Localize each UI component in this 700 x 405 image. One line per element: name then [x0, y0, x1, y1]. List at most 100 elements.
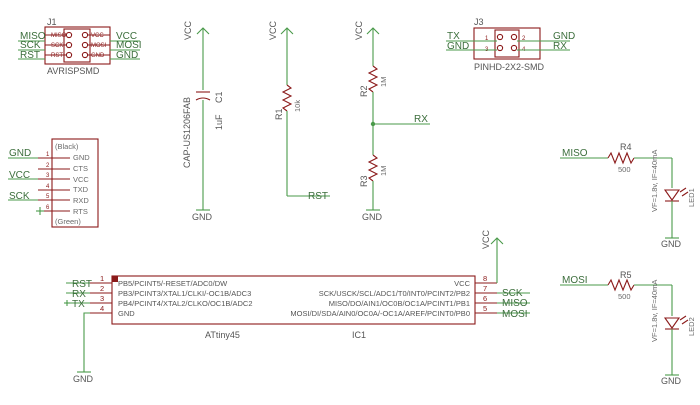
- ic1-name: IC1: [352, 330, 366, 340]
- ftdi-num-3: 3: [46, 173, 50, 179]
- ftdi-num-4: 4: [46, 184, 50, 190]
- ic1-pin-8-label: VCC: [454, 279, 470, 288]
- ic1-value: ATtiny45: [205, 330, 240, 340]
- j1-pin-vcc: VCC: [91, 33, 104, 39]
- led1-gnd-label: GND: [661, 239, 682, 249]
- r1-name: R1: [274, 108, 284, 120]
- ftdi-pin-vcc: VCC: [73, 175, 89, 184]
- r4-net-miso: MISO: [562, 148, 588, 159]
- ftdi-pin-rxd: RXD: [73, 196, 89, 205]
- ic1-pin-6-num: 6: [483, 294, 487, 303]
- j3-net-gnd: GND: [447, 41, 469, 52]
- ic1-pin-1-label: PB5/PCINT5/-RESET/ADC0/DW: [118, 279, 228, 288]
- r1-net-rst: RST: [308, 191, 328, 202]
- resistor-r1: VCC RST R1 10k: [268, 20, 330, 202]
- ftdi-pin-txd: TXD: [73, 185, 89, 194]
- rx-net-label: RX: [414, 114, 428, 125]
- ic1-net-rst: RST: [72, 279, 92, 290]
- ic1-net-mosi: MOSI: [502, 309, 528, 320]
- led1-spec: VF=1.8v, IF=40mA: [650, 150, 659, 212]
- ic1-pin-4-label: GND: [118, 309, 135, 318]
- ic1-pin-7-num: 7: [483, 284, 487, 293]
- ftdi-num-6: 6: [46, 205, 50, 211]
- c1-value: 1uF: [214, 114, 224, 130]
- j3-body: [473, 27, 541, 60]
- r5-value: 500: [618, 292, 631, 301]
- j1-header: J1 MISO SCK RST VCC MOSI GND MISO SCK RS…: [18, 17, 142, 76]
- j1-pin-sck: SCK: [51, 43, 63, 49]
- ic1-pin-6-label: MISO/DO/AIN1/OC0B/OC1A/PCINT1/PB1: [329, 299, 470, 308]
- ic1-pin-3-label: PB4/PCINT4/XTAL2/CLKO/OC1B/ADC2: [118, 299, 253, 308]
- led2-spec: VF=1.8v, IF=40mA: [650, 280, 659, 342]
- j3-num-1: 1: [485, 36, 489, 42]
- ic1-vcc-label: VCC: [481, 229, 491, 249]
- capacitor-c1: VCC GND C1 1uF CAP-US1206FAB: [182, 20, 224, 222]
- j1-net-gnd: GND: [116, 50, 138, 61]
- ic1-pin-8-num: 8: [483, 274, 487, 283]
- ftdi-num-2: 2: [46, 163, 50, 169]
- r2-value: 1M: [379, 77, 388, 87]
- j3-header: J3 1 2 3 4 TX GND GND RX PINHD-2X2-SMD: [446, 17, 575, 72]
- ic1-pin-4-num: 4: [100, 304, 104, 313]
- led1-name: LED1: [687, 188, 696, 207]
- j3-value: PINHD-2X2-SMD: [474, 62, 545, 72]
- r1-vcc-label: VCC: [268, 20, 278, 40]
- led2-name: LED2: [687, 317, 696, 336]
- j1-net-sck: SCK: [20, 40, 41, 51]
- ic1-pin-7-label: SCK/USCK/SCL/ADC1/T0/INT0/PCINT2/PB2: [319, 289, 470, 298]
- ftdi-pin-stubs: [38, 157, 70, 212]
- j1-net-miso: MISO: [20, 31, 46, 42]
- j1-value: AVRISPSMD: [47, 66, 100, 76]
- ic1-pin-3-num: 3: [100, 294, 104, 303]
- r1-value: 10k: [293, 100, 302, 112]
- j3-num-2: 2: [522, 36, 526, 42]
- j3-net-tx: TX: [447, 31, 460, 42]
- j1-pads: [45, 31, 110, 59]
- c1-name: C1: [214, 91, 224, 103]
- ftdi-num-1: 1: [46, 152, 50, 158]
- c1-vcc-label: VCC: [183, 20, 193, 40]
- ic1-net-miso: MISO: [502, 298, 528, 309]
- j1-pin-miso: MISO: [51, 33, 67, 39]
- ic1-pin-2-num: 2: [100, 284, 104, 293]
- ic1-net-tx: TX: [72, 299, 85, 310]
- j3-ref: J3: [474, 17, 484, 27]
- j3-net-rx: RX: [553, 41, 567, 52]
- led2-gnd-label: GND: [661, 376, 682, 386]
- led2-branch: MOSI R5 500 GND LED2 VF=1.8v, IF=40mA: [560, 270, 696, 386]
- ftdi-net-vcc: VCC: [9, 170, 30, 181]
- ic1-gnd-label: GND: [73, 374, 94, 384]
- ftdi-pin-cts: CTS: [73, 164, 88, 173]
- j1-net-mosi: MOSI: [116, 40, 142, 51]
- ftdi-pin-gnd: GND: [73, 153, 90, 162]
- ic1-pin1-marker: [112, 276, 118, 282]
- ic1-attiny45: 1 2 3 4 8 7 6 5 PB5/PCINT5/-RESET/ADC0/D…: [64, 229, 530, 384]
- j1-pin-mosi: MOSI: [91, 43, 107, 49]
- ftdi-top-label: (Black): [55, 142, 79, 151]
- j1-pin-gnd: GND: [91, 53, 105, 59]
- j3-net-gnd-r: GND: [553, 31, 575, 42]
- c1-package: CAP-US1206FAB: [182, 97, 192, 168]
- r2-name: R2: [359, 85, 369, 97]
- ftdi-pin-rts: RTS: [73, 207, 88, 216]
- ftdi-num-5: 5: [46, 194, 50, 200]
- r3-name: R3: [359, 175, 369, 187]
- j1-net-rst: RST: [20, 50, 40, 61]
- j1-pin-rst: RST: [51, 53, 63, 59]
- led2-symbol: [663, 317, 681, 329]
- ftdi-net-sck: SCK: [9, 191, 30, 202]
- ic1-pin-5-num: 5: [483, 304, 487, 313]
- j1-ref: J1: [47, 17, 57, 27]
- ftdi-body: [51, 138, 99, 228]
- ftdi-header: (Black) GND CTS VCC TXD RXD RTS (Green) …: [8, 138, 99, 228]
- ic1-pin-1-num: 1: [100, 274, 104, 283]
- ic1-net-sck: SCK: [502, 288, 523, 299]
- r5-name: R5: [620, 270, 632, 280]
- ftdi-net-gnd: GND: [9, 148, 31, 159]
- ftdi-bottom-label: (Green): [55, 217, 81, 226]
- r5-net-mosi: MOSI: [562, 275, 588, 286]
- j3-inner: [494, 29, 520, 58]
- r4-name: R4: [620, 142, 632, 152]
- r3-value: 1M: [379, 166, 388, 176]
